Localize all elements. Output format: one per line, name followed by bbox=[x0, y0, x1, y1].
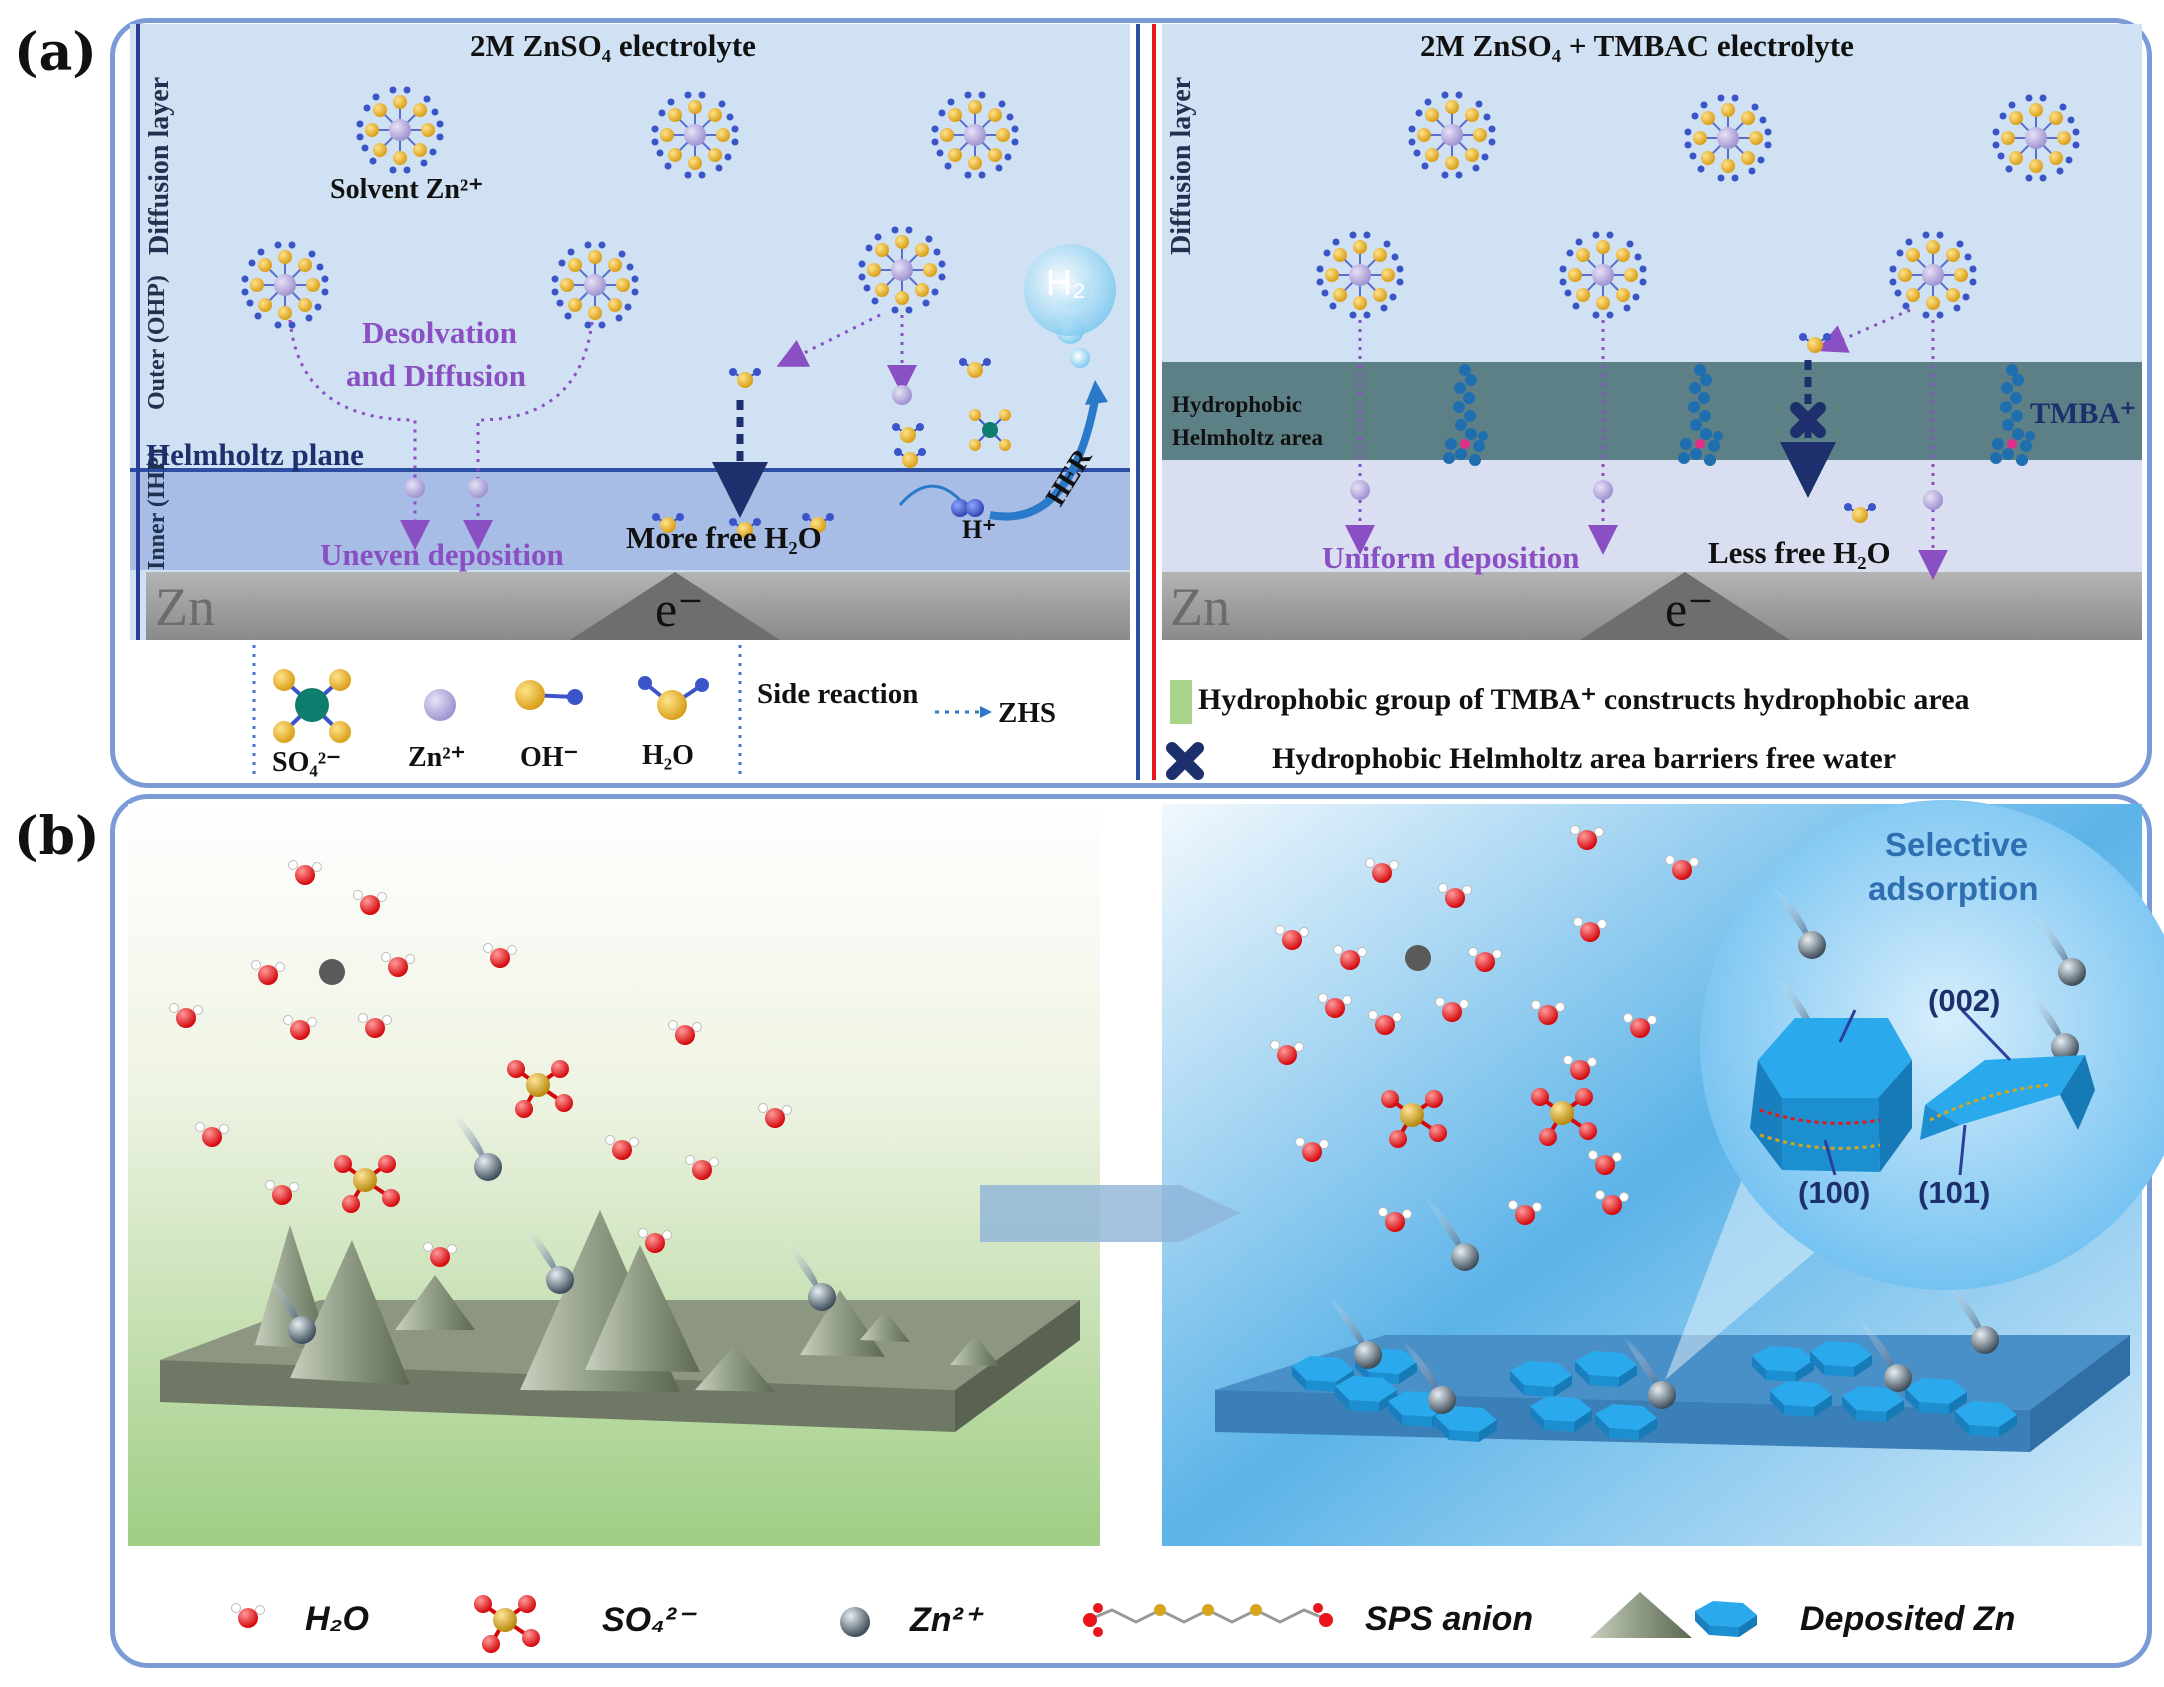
barrier-note: Hydrophobic Helmholtz area barriers free… bbox=[1272, 742, 1897, 775]
legend-hydrophobic-swatch bbox=[1170, 680, 1192, 724]
right-diffusion-label: Diffusion layer bbox=[1166, 76, 1197, 255]
legend-sps-icon bbox=[1083, 1603, 1333, 1637]
left-outer-label: Outer (OHP) bbox=[144, 275, 170, 410]
uneven-deposition-label: Uneven deposition bbox=[320, 537, 564, 572]
hydrophobic-note: Hydrophobic group of TMBA⁺ constructs hy… bbox=[1198, 683, 1970, 716]
legend-oh-label: OH⁻ bbox=[520, 742, 579, 773]
selective-label-1: Selective bbox=[1885, 826, 2029, 863]
legend-b-deposited-label: Deposited Zn bbox=[1800, 1600, 2016, 1638]
hydrophobic-label-1: Hydrophobic bbox=[1172, 392, 1302, 417]
helmholtz-plane-label: Helmholtz plane bbox=[146, 437, 364, 472]
legend-oh-icon bbox=[515, 680, 583, 710]
legend-h2o-icon bbox=[638, 676, 709, 720]
selective-label-2: adsorption bbox=[1868, 870, 2039, 907]
legend-b-sps-label: SPS anion bbox=[1365, 1600, 1534, 1638]
legend-b-zn-label: Zn²⁺ bbox=[910, 1601, 981, 1639]
legend-b-h2o-label: H₂O bbox=[305, 1600, 369, 1638]
left-title: 2M ZnSO₄ electrolyte bbox=[470, 28, 756, 63]
zhs-label: ZHS bbox=[998, 697, 1057, 729]
legend-cone-icon bbox=[1590, 1592, 1692, 1638]
right-title: 2M ZnSO₄ + TMBAC electrolyte bbox=[1420, 28, 1854, 63]
facet-101-label: (101) bbox=[1918, 1175, 1991, 1210]
panel-a-label: (a) bbox=[14, 22, 97, 83]
left-electron-label: e⁻ bbox=[655, 581, 704, 637]
h-plus-label: H⁺ bbox=[962, 515, 996, 544]
less-free-water-label: Less free H₂O bbox=[1708, 535, 1891, 570]
side-reaction-label: Side reaction bbox=[757, 678, 919, 710]
h2-label: H₂ bbox=[1046, 262, 1086, 303]
legend-so4-icon bbox=[273, 669, 351, 743]
desolvation-label-1: Desolvation bbox=[362, 315, 517, 350]
right-zn-label: Zn bbox=[1170, 577, 1230, 637]
legend-barrier-icon bbox=[1166, 742, 1204, 780]
panel-b-diagram bbox=[128, 800, 2164, 1655]
panel-a-diagram bbox=[130, 24, 2142, 780]
desolvation-label-2: and Diffusion bbox=[346, 358, 527, 393]
legend-zn-icon bbox=[424, 689, 456, 721]
legend-so4-label: SO₄²⁻ bbox=[272, 747, 341, 778]
left-diffusion-label: Diffusion layer bbox=[144, 76, 175, 255]
panel-b-label: (b) bbox=[14, 806, 100, 867]
solvent-zn-label: Solvent Zn²⁺ bbox=[330, 174, 484, 205]
hydrophobic-label-2: Helmholtz area bbox=[1172, 425, 1323, 450]
right-electron-label: e⁻ bbox=[1665, 581, 1714, 637]
facet-100-label: (100) bbox=[1798, 1175, 1871, 1210]
uniform-deposition-label: Uniform deposition bbox=[1322, 540, 1580, 575]
facet-002-label: (002) bbox=[1928, 983, 2001, 1018]
legend-b-so4-label: SO₄²⁻ bbox=[602, 1601, 695, 1639]
panel-a-frame bbox=[110, 18, 2152, 788]
tmba-label: TMBA⁺ bbox=[2030, 397, 2136, 430]
left-zn-label: Zn bbox=[155, 577, 215, 637]
panel-a-legend-icons bbox=[273, 669, 1204, 780]
panel-b-frame bbox=[110, 794, 2152, 1668]
more-free-water-label: More free H₂O bbox=[626, 520, 822, 555]
legend-h2o-label: H₂O bbox=[642, 740, 694, 771]
legend-b-zn-icon bbox=[840, 1607, 870, 1637]
legend-zn-label: Zn²⁺ bbox=[408, 742, 466, 773]
